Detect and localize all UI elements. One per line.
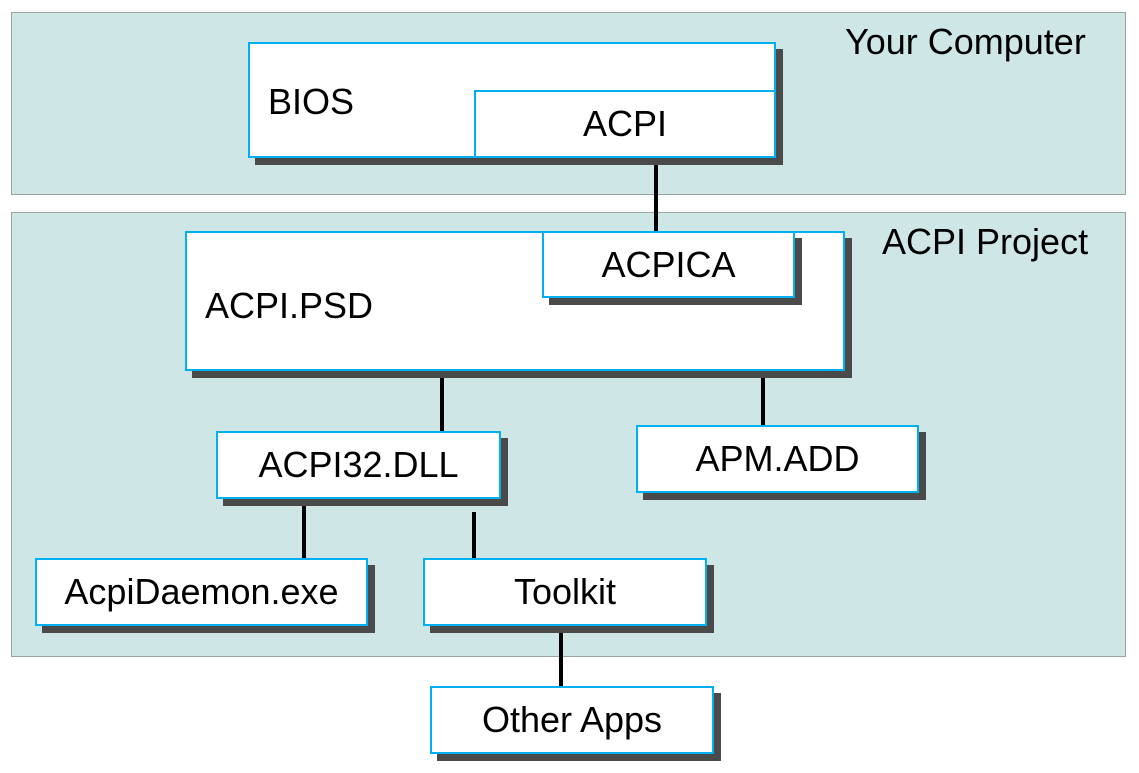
connector-psd-apm [761, 376, 765, 426]
acpi-daemon-label: AcpiDaemon.exe [64, 571, 339, 612]
connector-acpi-acpica [654, 158, 658, 232]
other-apps-label: Other Apps [481, 699, 663, 740]
connector-toolkit-otherapps [559, 632, 563, 686]
toolkit-label: Toolkit [513, 571, 617, 612]
acpica-box: ACPICA [542, 231, 795, 298]
connector-acpi32-toolkit [472, 512, 476, 560]
acpica-label: ACPICA [601, 243, 736, 285]
bios-label: BIOS [268, 81, 355, 122]
toolkit-box: Toolkit [423, 558, 707, 626]
region-label-your-computer: Your Computer [845, 21, 1086, 62]
region-label-acpi-project: ACPI Project [882, 221, 1089, 262]
acpi-label: ACPI [582, 103, 668, 144]
acpi-psd-label: ACPI.PSD [205, 285, 374, 326]
acpi32-dll-box: ACPI32.DLL [216, 431, 501, 499]
acpi32-dll-label: ACPI32.DLL [258, 444, 459, 485]
acpi-box: ACPI [474, 90, 776, 158]
acpi-daemon-box: AcpiDaemon.exe [35, 558, 368, 626]
connector-psd-acpi32 [440, 370, 444, 432]
connector-acpi32-daemon [302, 506, 306, 560]
apm-add-box: APM.ADD [636, 425, 919, 493]
apm-add-label: APM.ADD [695, 438, 860, 479]
other-apps-box: Other Apps [430, 686, 714, 754]
